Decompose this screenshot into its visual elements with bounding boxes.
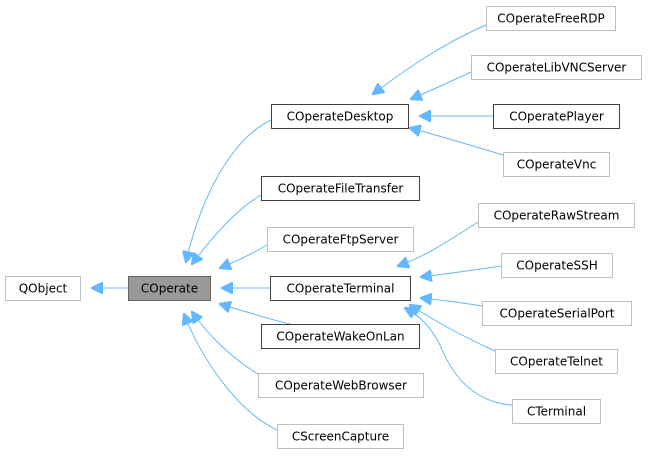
class-node-box [270,276,411,301]
class-node-COperate[interactable]: COperate [128,276,211,301]
class-node-box [128,276,211,301]
class-node-label: COperateSSH [516,259,597,273]
nodes-layer: QObject COperate COperateDesktopCOperateFi… [5,6,642,449]
edge-CScreenCapture-to-COperate [184,314,278,431]
class-node-COperateLibVNCServer[interactable]: COperateLibVNCServer [471,55,642,80]
class-node-label: COperateLibVNCServer [487,61,627,75]
class-node-label: COperateFreeRDP [497,12,604,26]
edge-COperateFileTransfer-to-COperate [192,194,262,264]
class-node-box [5,276,81,301]
class-node-label: COperateRawStream [494,209,620,223]
edge-CTerminal-to-COperateTerminal [405,308,513,406]
class-node-label: COperatePlayer [509,110,604,124]
class-node-box [277,424,404,449]
class-node-label: COperateVnc [517,158,597,172]
class-node-COperateFtpServer[interactable]: COperateFtpServer [267,227,414,252]
class-node-label: COperateWebBrowser [275,379,407,393]
class-node-box [267,227,414,252]
class-node-COperateRawStream[interactable]: COperateRawStream [478,203,635,228]
class-node-box [486,6,616,31]
class-node-box [471,55,642,80]
class-node-label: COperateFileTransfer [278,182,404,196]
class-node-COperateTelnet[interactable]: COperateTelnet [495,349,618,374]
class-node-COperateSerialPort[interactable]: COperateSerialPort [482,301,632,326]
class-node-label: COperateFtpServer [283,233,399,247]
class-node-COperateWakeOnLan[interactable]: COperateWakeOnLan [261,324,420,349]
edge-COperateLibVNCServer-to-COperateDesktop [411,71,472,99]
edge-COperateWebBrowser-to-COperate [192,312,266,379]
class-node-box [493,104,620,129]
class-node-label: QObject [19,282,68,296]
class-node-box [482,301,632,326]
class-node-box [261,176,420,201]
class-node-label: COperateSerialPort [500,307,615,321]
class-node-box [501,253,613,278]
class-node-label: CScreenCapture [292,430,389,444]
class-node-CTerminal[interactable]: CTerminal [512,399,601,424]
edge-COperateWakeOnLan-to-COperate [220,304,291,325]
class-node-box [258,373,424,398]
class-node-COperateDesktop[interactable]: COperateDesktop [271,104,409,129]
class-node-box [478,203,635,228]
edge-COperateFtpServer-to-COperate [220,244,268,268]
edge-COperateSSH-to-COperateTerminal [421,265,502,277]
edge-COperateFreeRDP-to-COperateDesktop [373,24,487,94]
class-node-box [261,324,420,349]
class-node-COperateWebBrowser[interactable]: COperateWebBrowser [258,373,424,398]
edge-COperateVnc-to-COperateDesktop [410,128,504,156]
class-node-COperateFreeRDP[interactable]: COperateFreeRDP [486,6,616,31]
class-node-box [503,152,610,177]
class-node-label: COperateTerminal [287,282,395,296]
class-node-box [271,104,409,129]
class-node-QObject[interactable]: QObject [5,276,81,301]
class-node-label: COperateTelnet [510,355,603,369]
class-node-COperateSSH[interactable]: COperateSSH [501,253,613,278]
edge-COperateRawStream-to-COperateTerminal [398,221,479,266]
class-node-COperateTerminal[interactable]: COperateTerminal [270,276,411,301]
edge-COperateDesktop-to-COperate [186,119,272,262]
class-node-box [512,399,601,424]
class-node-box [495,349,618,374]
class-node-label: COperate [141,282,198,296]
class-node-CScreenCapture[interactable]: CScreenCapture [277,424,404,449]
edges-layer [92,24,513,431]
class-node-label: COperateDesktop [287,110,394,124]
edge-COperateSerialPort-to-COperateTerminal [421,298,483,307]
class-node-COperateFileTransfer[interactable]: COperateFileTransfer [261,176,420,201]
class-node-COperatePlayer[interactable]: COperatePlayer [493,104,620,129]
class-node-label: CTerminal [527,405,586,419]
class-node-label: COperateWakeOnLan [276,330,404,344]
class-node-COperateVnc[interactable]: COperateVnc [503,152,610,177]
